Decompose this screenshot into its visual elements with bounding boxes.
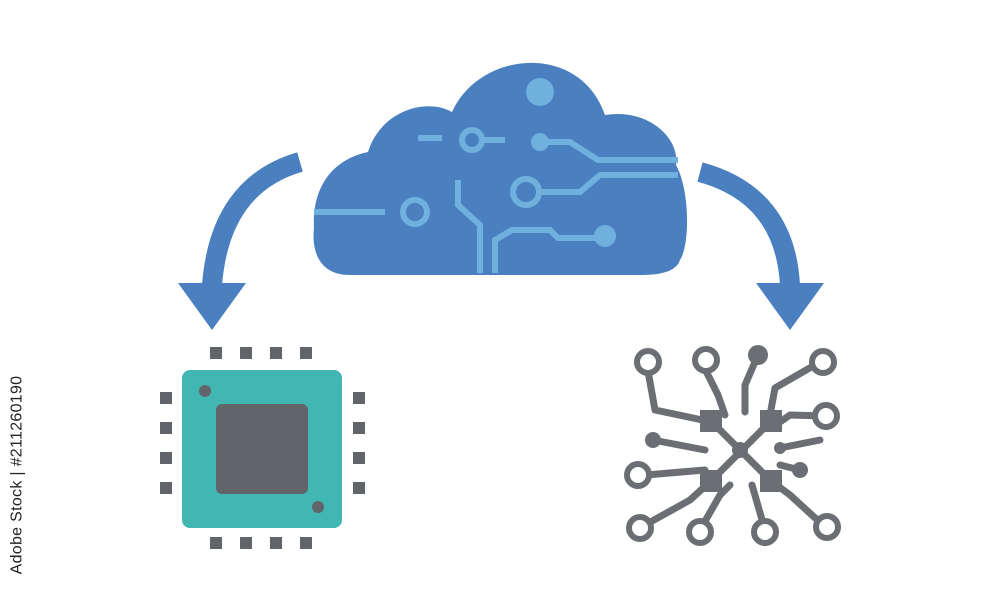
cloud-circuit-ring bbox=[510, 176, 542, 208]
circuit-junctions bbox=[645, 345, 808, 492]
circuit-end-rings bbox=[624, 346, 841, 546]
stock-id-text: Adobe Stock | #211260190 bbox=[8, 375, 25, 575]
circuit-brain-icon bbox=[624, 345, 841, 546]
chip-corner-dot bbox=[312, 501, 324, 513]
processor-chip-icon bbox=[160, 347, 365, 549]
circuit-lines bbox=[641, 351, 829, 534]
cloud-shape bbox=[313, 62, 688, 275]
curved-arrow-down-right-icon bbox=[697, 162, 824, 330]
chip-pins bbox=[160, 347, 365, 549]
cloud-circuit-dots bbox=[526, 78, 616, 247]
cloud-circuit-icon bbox=[313, 62, 688, 275]
chip-die bbox=[216, 404, 308, 494]
cloud-circuit-traces bbox=[314, 127, 678, 273]
curved-arrow-down-left-icon bbox=[178, 152, 304, 330]
stock-id-watermark: Adobe Stock | #211260190 bbox=[6, 350, 28, 600]
chip-corner-dot bbox=[199, 385, 211, 397]
